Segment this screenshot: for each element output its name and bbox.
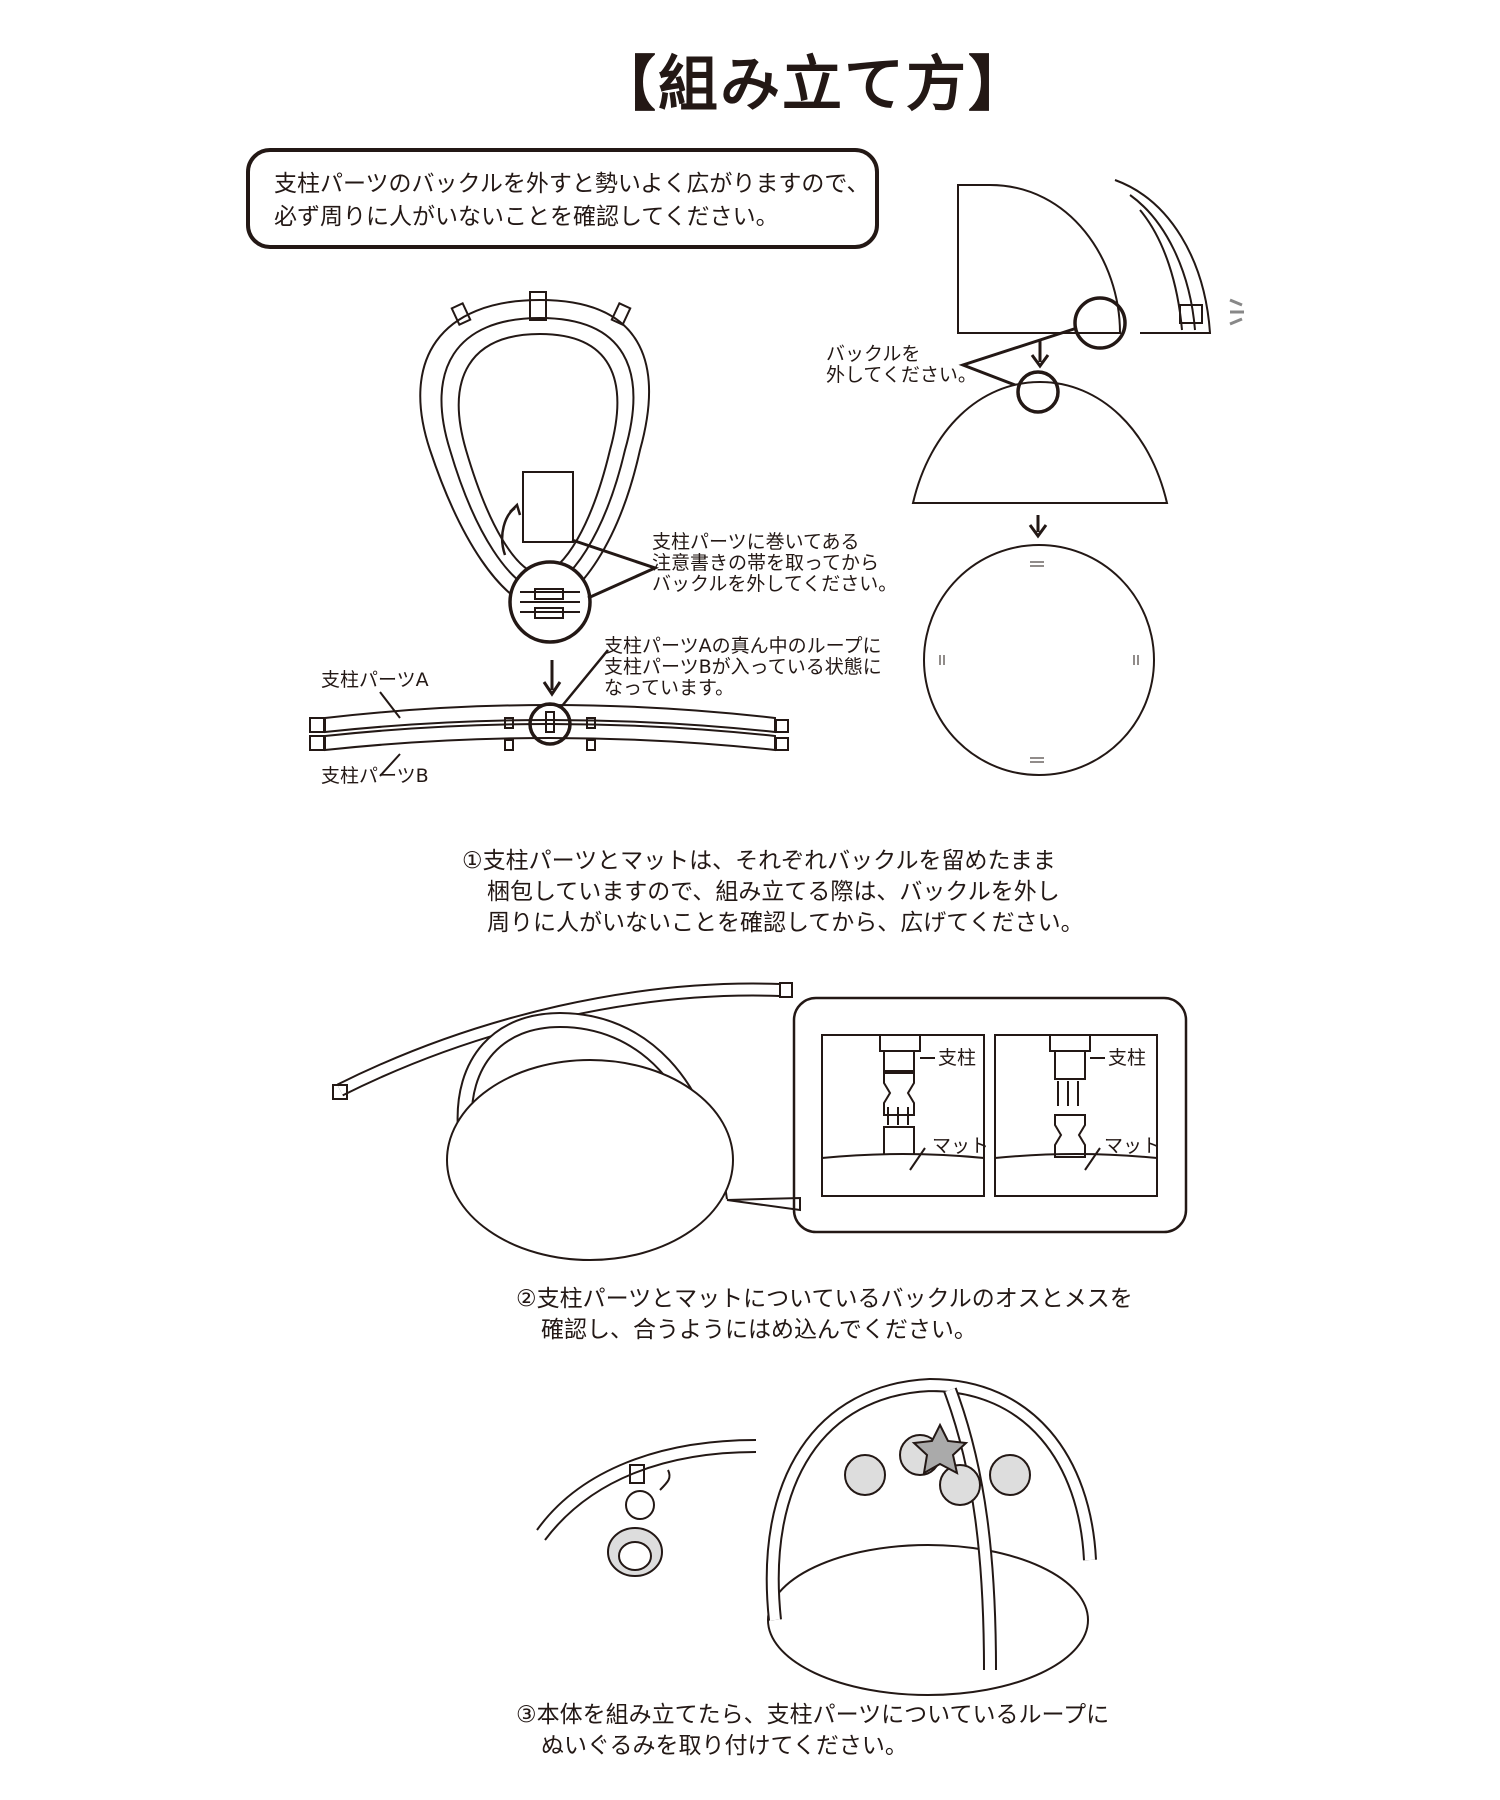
part-b-label: 支柱パーツB (321, 765, 429, 787)
step-line: ②支柱パーツとマットについているバックルのオスとメスを (516, 1286, 1133, 1312)
step3-text: ③本体を組み立てたら、支柱パーツについているループに ぬいぐるみを取り付けてくだ… (516, 1700, 1109, 1762)
part-a-label: 支柱パーツA (321, 669, 429, 691)
step-line: ③本体を組み立てたら、支柱パーツについているループに (516, 1702, 1110, 1728)
step-line: 梱包していますので、組み立てる際は、バックルを外し (487, 879, 1060, 905)
mat-label-1: マット (932, 1135, 990, 1157)
mat-label-2: マット (1104, 1135, 1162, 1157)
pole-label-2: 支柱 (1108, 1047, 1147, 1069)
note-line: 支柱パーツBが入っている状態に (604, 656, 882, 678)
warning-line: 支柱パーツのバックルを外すと勢いよく広がりますので、 (274, 171, 870, 197)
step-line: 確認し、合うようにはめ込んでください。 (541, 1317, 977, 1343)
warning-line: 必ず周りに人がいないことを確認してください。 (274, 204, 779, 230)
pole-label-1: 支柱 (938, 1047, 977, 1069)
band-note: 支柱パーツに巻いてある 注意書きの帯を取ってから バックルを外してください。 (652, 532, 897, 595)
note-line: 支柱パーツAの真ん中のループに (604, 635, 882, 657)
step-line: ぬいぐるみを取り付けてください。 (541, 1733, 908, 1759)
step-line: 周りに人がいないことを確認してから、広げてください。 (487, 910, 1084, 936)
note-line: なっています。 (604, 677, 735, 699)
loop-note: 支柱パーツAの真ん中のループに 支柱パーツBが入っている状態に なっています。 (604, 636, 882, 699)
warning-text: 支柱パーツのバックルを外すと勢いよく広がりますので、 必ず周りに人がいないことを… (274, 168, 869, 234)
step-line: ①支柱パーツとマットは、それぞれバックルを留めたまま (462, 848, 1056, 874)
note-line: バックルを (826, 343, 921, 365)
step1-text: ①支柱パーツとマットは、それぞれバックルを留めたまま 梱包していますので、組み立… (462, 846, 1084, 939)
mat-buckle-note: バックルを 外してください。 (826, 344, 977, 386)
step3-illustration (537, 1385, 1090, 1695)
step2-illustration (333, 983, 1186, 1260)
page-title: 【組み立て方】 (596, 50, 1030, 120)
poles-a-b-illustration (310, 650, 788, 776)
note-line: バックルを外してください。 (652, 573, 898, 595)
warning-box (246, 148, 879, 249)
step2-text: ②支柱パーツとマットについているバックルのオスとメスを 確認し、合うようにはめ込… (516, 1284, 1133, 1346)
note-line: 注意書きの帯を取ってから (652, 552, 880, 574)
note-line: 外してください。 (826, 364, 977, 386)
folded-poles-illustration (420, 292, 655, 694)
mat-folding-illustration (913, 180, 1244, 775)
note-line: 支柱パーツに巻いてある (652, 531, 860, 553)
